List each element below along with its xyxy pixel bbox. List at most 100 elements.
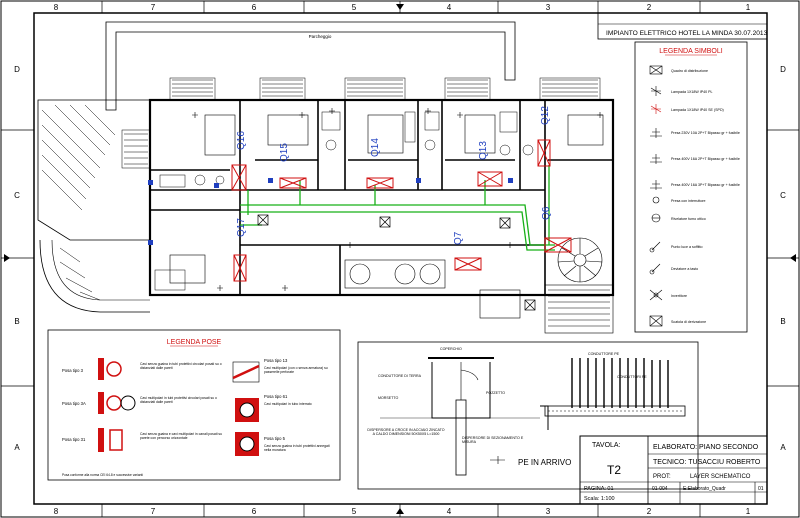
legend-symbol-4: Presa 400V 16A 2P+T Bipasso gr + fusibil…	[671, 157, 740, 161]
code-text: 01-004	[652, 486, 668, 492]
pose-icons	[98, 358, 260, 456]
detail-conduttore-terra: CONDUTTORE DI TERRA	[378, 374, 422, 378]
pe-in-arrivo-label: PE IN ARRIVO	[518, 458, 571, 467]
row-label-d-right: D	[780, 65, 786, 74]
grounding-detail-box: COPERCHIO CONDUTTORE DI TERRA MORSETTO P…	[357, 341, 699, 490]
deviator-icon	[651, 263, 661, 273]
col-label-1: 1	[746, 3, 751, 12]
col-label-4: 4	[447, 3, 452, 12]
col-label-5: 5	[352, 3, 357, 12]
col-label-7-bottom: 7	[151, 507, 156, 516]
floor-plan: Parcheggio	[37, 21, 615, 334]
legend-symbol-10: Invertitore	[671, 294, 687, 298]
junction-box-icon	[649, 315, 663, 327]
stairs	[479, 237, 614, 334]
col-label-6-bottom: 6	[252, 507, 257, 516]
legend-pose-title: LEGENDA POSE	[167, 339, 222, 346]
tavola-number: T2	[607, 463, 621, 477]
room-label-q13: Q13	[478, 141, 489, 160]
scala-text: Scala: 1:100	[584, 496, 615, 502]
bathroom-fixtures	[154, 111, 534, 291]
legend-symbol-2: Lampada 1X18W IP40 SE (SPD)	[671, 108, 724, 112]
junction-boxes	[257, 214, 536, 311]
light-symbols	[192, 108, 603, 291]
interior-walls	[150, 100, 613, 296]
pose-label-0: Posa tipo 3	[62, 368, 84, 373]
appliances	[344, 259, 446, 289]
col-label-1-bottom: 1	[746, 507, 751, 516]
pose-label-1: Posa tipo 3A	[62, 401, 86, 406]
legend-symbol-6: Presa con interruttore	[671, 199, 706, 203]
room-label-q6: Q6	[541, 206, 552, 220]
socket-3p-icon	[650, 180, 662, 190]
pose-label-2: Posa tipo 31	[62, 437, 86, 442]
legend-symbol-0: Quadro di distribuzione	[671, 69, 708, 73]
row-label-b-right: B	[780, 317, 785, 326]
legend-pose-box: LEGENDA POSE Posa tipo 3 Posa tipo 3A Po…	[47, 329, 341, 481]
detail-pozzetto: POZZETTO	[486, 391, 505, 395]
building-outline	[148, 98, 615, 297]
room-label-q7: Q7	[453, 231, 464, 245]
sheet-number: 01	[758, 486, 764, 492]
pose-desc-1: Cavi multipolari in tubi protettivi circ…	[140, 396, 217, 404]
emergency-lamp-icon	[650, 104, 662, 114]
detail-dispersore-sez: DISPERSORE DI SEZIONAMENTO E MISURA	[462, 436, 524, 445]
switchboards	[231, 139, 572, 282]
pose-label-4: Posa tipo 61	[264, 394, 288, 399]
legend-symbol-7: Rivelatore fumo ottico	[671, 217, 706, 221]
switched-socket-icon	[652, 196, 660, 204]
detail-coperchio: COPERCHIO	[440, 347, 462, 351]
tavola-label: TAVOLA:	[592, 442, 621, 449]
pose-desc-2: Cavi senza guaina e cavi multipolari in …	[140, 432, 222, 440]
socket-16a-icon	[650, 154, 662, 164]
project-title-box: IMPIANTO ELETTRICO HOTEL LA MINDA 30.07.…	[597, 12, 768, 40]
inner-frame	[33, 12, 768, 505]
socket-icon	[650, 128, 662, 138]
col-label-4-bottom: 4	[447, 507, 452, 516]
col-label-3: 3	[546, 3, 551, 12]
detail-conduttore-pe: CONDUTTORE PE	[588, 352, 620, 356]
prot-label: PROT:	[653, 474, 671, 480]
blue-markers	[148, 178, 513, 245]
elaborato-text: ELABORATO: PIANO SECONDO	[653, 444, 759, 451]
detail-morsetto: MORSETTO	[378, 396, 399, 400]
legend-symbols-box: LEGENDA SIMBOLI Quadro di distribuzione …	[634, 41, 748, 333]
col-label-5-bottom: 5	[352, 507, 357, 516]
detail-dispersore-croce: DISPERSORE A CROCE IN ACCIAIO ZINCATO A …	[367, 428, 445, 437]
pose-label-3: Posa tipo 13	[264, 358, 288, 363]
col-label-8-bottom: 8	[54, 507, 59, 516]
legend-symbol-1: Lampada 1X18W IP40 PL	[671, 90, 713, 94]
ceiling-light-icon	[651, 241, 661, 251]
row-label-c: C	[14, 191, 20, 200]
row-label-c-right: C	[780, 191, 786, 200]
room-label-q17: Q17	[236, 218, 247, 237]
layer-text: LAYER SCHEMATICO	[690, 474, 751, 480]
row-label-b: B	[14, 317, 19, 326]
title-block	[579, 435, 768, 505]
col-label-8: 8	[54, 3, 59, 12]
legend-symbol-11: Scatola di derivazione	[671, 320, 706, 324]
pose-label-5: Posa tipo 5	[264, 436, 286, 441]
pose-desc-5: Cavi senza guaina in tubi protettivi ann…	[264, 444, 330, 452]
pose-footnote: Posa conforme alla norma CEI 64-8 e succ…	[62, 473, 143, 477]
pose-desc-3: Cavi multipolari (con o senza armatura) …	[264, 366, 328, 374]
legend-symbols-title: LEGENDA SIMBOLI	[659, 48, 722, 55]
room-label-q12: Q12	[540, 106, 551, 125]
pose-desc-4: Cavi multipolari in tubo interrato	[264, 402, 312, 406]
row-label-a-right: A	[780, 443, 786, 452]
legend-symbol-5: Presa 400V 16A 3P+T Bipasso gr + fusibil…	[671, 183, 740, 187]
parking-outline	[105, 21, 516, 111]
lamp-icon	[650, 86, 662, 96]
quadro-icon	[649, 65, 663, 75]
cable-routes	[240, 165, 555, 251]
row-label-d: D	[14, 65, 20, 74]
centering-marks	[4, 4, 796, 514]
legend-symbol-9: Deviatore a tasto	[671, 267, 698, 271]
pagina-text: PAGINA: 01	[584, 486, 614, 492]
beds	[169, 114, 604, 284]
room-label-q15: Q15	[279, 143, 290, 162]
col-label-7: 7	[151, 3, 156, 12]
pose-desc-0: Cavi senza guaina in tubi protettivi cir…	[140, 362, 222, 370]
